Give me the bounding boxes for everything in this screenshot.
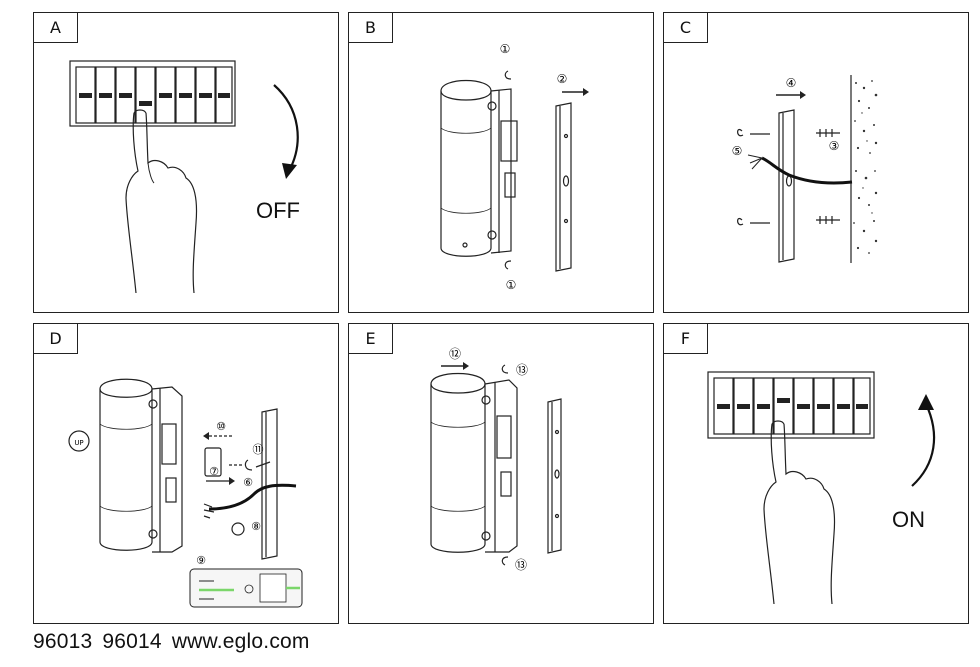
model-number-2: 96014 bbox=[102, 630, 162, 653]
wall-plate bbox=[778, 109, 795, 263]
breaker-box bbox=[707, 371, 875, 439]
step-8: ⑧ bbox=[251, 520, 261, 533]
off-label: OFF bbox=[256, 198, 300, 223]
step-9: ⑨ bbox=[196, 554, 206, 567]
wall-plate bbox=[261, 408, 278, 560]
step-5: ⑤ bbox=[732, 144, 743, 158]
panel-f: F ON bbox=[663, 323, 969, 624]
step-13-top: ⑬ bbox=[516, 363, 528, 377]
on-label: ON bbox=[892, 507, 925, 532]
mounting-bracket bbox=[484, 379, 518, 553]
step-10: ⑩ bbox=[216, 420, 226, 433]
breaker-box bbox=[69, 60, 236, 127]
step-4: ④ bbox=[786, 76, 797, 90]
wall bbox=[850, 75, 878, 263]
step-11: ⑪ bbox=[253, 443, 264, 456]
mounting-bracket bbox=[490, 88, 512, 254]
model-number-1: 96013 bbox=[33, 630, 93, 653]
breaker-off-illustration bbox=[69, 60, 299, 294]
panel-d: D bbox=[33, 323, 339, 624]
up-badge bbox=[68, 430, 90, 452]
panel-a-label: A bbox=[34, 13, 78, 43]
up-badge-label: UP bbox=[74, 439, 83, 447]
terminal-diagram bbox=[189, 568, 303, 608]
panel-c: C bbox=[663, 12, 969, 313]
wiring-illustration: UP ⑩ ⑪ ⑦ ⑥ ⑧ ⑨ bbox=[68, 378, 303, 608]
step-1-top: ① bbox=[500, 42, 511, 56]
step-12: ⑫ bbox=[449, 347, 461, 361]
website-link[interactable]: www.eglo.com bbox=[171, 630, 310, 653]
wall-plate bbox=[547, 398, 562, 554]
panel-e: E ⑫ ⑬ ⑬ bbox=[348, 323, 654, 624]
panel-d-label: D bbox=[34, 324, 78, 354]
wall-plate bbox=[555, 102, 572, 272]
disassembly-illustration: ① ② ① bbox=[440, 42, 589, 292]
wall-mounting-illustration: ④ ⑤ ③ bbox=[732, 75, 878, 263]
panel-b-label: B bbox=[349, 13, 393, 43]
step-3: ③ bbox=[829, 139, 840, 153]
panel-f-label: F bbox=[664, 324, 708, 354]
hand-pointer bbox=[763, 423, 836, 605]
panel-b: B ① ② ① bbox=[348, 12, 654, 313]
step-7: ⑦ bbox=[209, 465, 219, 478]
lamp-cylinder bbox=[440, 80, 492, 257]
panel-a: A OFF bbox=[33, 12, 339, 313]
rotate-up-arrow bbox=[911, 403, 936, 487]
panel-c-label: C bbox=[664, 13, 708, 43]
step-6: ⑥ bbox=[243, 476, 253, 489]
hand-pointer bbox=[125, 112, 198, 294]
rotate-down-arrow bbox=[273, 84, 299, 172]
panel-e-label: E bbox=[349, 324, 393, 354]
assembly-illustration: ⑫ ⑬ ⑬ bbox=[430, 347, 562, 572]
lamp-cylinder bbox=[99, 378, 153, 551]
footer: 96013 96014 www.eglo.com bbox=[33, 630, 320, 654]
power-cable bbox=[761, 156, 853, 185]
lamp-cylinder bbox=[430, 372, 486, 553]
step-1-bottom: ① bbox=[506, 278, 517, 292]
mounting-bracket bbox=[151, 386, 183, 553]
breaker-on-illustration bbox=[707, 371, 936, 605]
step-13-bottom: ⑬ bbox=[515, 558, 527, 572]
power-cable bbox=[208, 483, 297, 511]
step-2: ② bbox=[557, 72, 568, 86]
